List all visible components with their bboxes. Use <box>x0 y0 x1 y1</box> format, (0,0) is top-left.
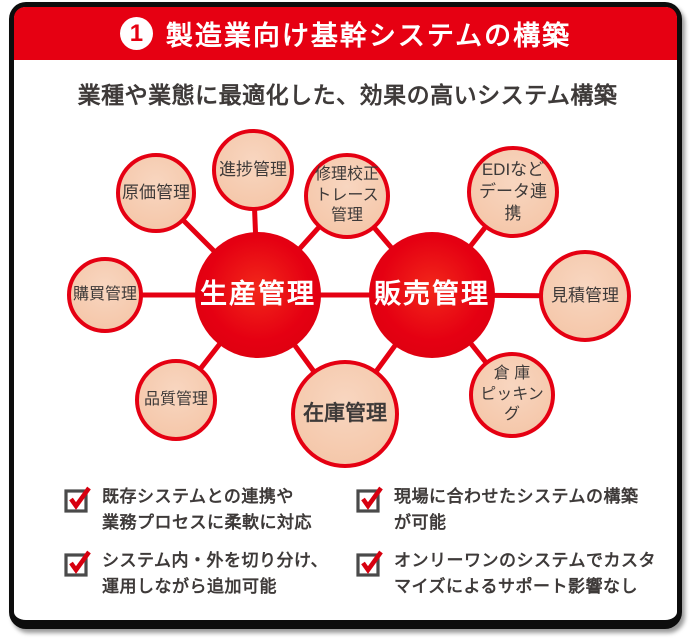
link-hub-sales-management--satellite-quotation-management <box>431 292 586 299</box>
red-checkmark-icon <box>356 486 383 513</box>
link-hub-production-management--satellite-inventory-management <box>255 293 348 416</box>
link-hub-sales-management--satellite-repair-calibration-trace <box>345 194 434 297</box>
checklist-item-text: 現場に合わせたシステムの構築 が可能 <box>394 487 639 532</box>
subtitle: 業種や業態に最適化した、効果の高いシステム構築 <box>77 82 618 108</box>
header-title: 製造業向け基幹システムの構築 <box>165 21 572 51</box>
link-hub-production-management--satellite-repair-calibration-trace <box>256 194 349 297</box>
link-hub-production-management--satellite-quality-management <box>174 293 260 402</box>
red-checkmark-icon <box>64 486 91 513</box>
step-number-badge: 1 <box>119 17 153 50</box>
link-hub-production-management--satellite-progress-management <box>250 169 261 296</box>
checklist-item: 既存システムとの連携や 業務プロセスに柔軟に対応 <box>64 484 312 535</box>
link-hub-sales-management--satellite-warehouse-picking <box>430 293 514 397</box>
header-banner: 1 製造業向け基幹システムの構築 <box>14 7 677 60</box>
red-checkmark-icon <box>356 550 383 577</box>
link-hub-production-management--satellite-cost-management <box>154 191 260 297</box>
step-number: 1 <box>129 19 144 47</box>
checklist-item-text: システム内・外を切り分け、 運用しながら追加可能 <box>102 551 329 596</box>
checklist-item: システム内・外を切り分け、 運用しながら追加可能 <box>64 548 328 599</box>
red-checkmark-icon <box>64 550 91 577</box>
link-hub-sales-management--satellite-inventory-management <box>342 293 435 416</box>
link-hub-sales-management--satellite-edi-data-linkage <box>430 190 515 297</box>
checklist-item-text: 既存システムとの連携や 業務プロセスに柔軟に対応 <box>102 487 312 532</box>
checklist-item: オンリーワンのシステムでカスタ マイズによるサポート影響なし <box>356 548 656 599</box>
checklist-item: 現場に合わせたシステムの構築 が可能 <box>356 484 639 535</box>
checklist-item-text: オンリーワンのシステムでカスタ マイズによるサポート影響なし <box>394 551 656 596</box>
